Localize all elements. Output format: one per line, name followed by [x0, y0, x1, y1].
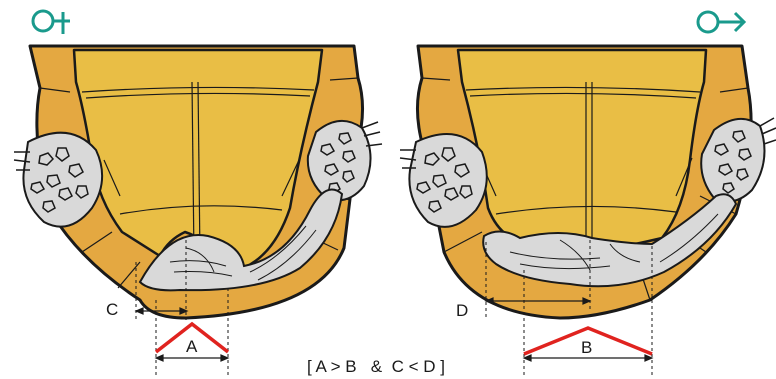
female-symbol-icon: [33, 11, 70, 34]
label-a: A: [186, 337, 198, 356]
comparison-formula: [ A > B & C < D ]: [307, 357, 445, 376]
female-turtle: C A: [14, 46, 382, 378]
label-b: B: [581, 338, 592, 357]
label-c: C: [106, 300, 118, 319]
male-turtle: D B: [400, 46, 776, 378]
label-d: D: [456, 301, 468, 320]
male-symbol-icon: [698, 12, 744, 32]
male-plastron: [458, 50, 706, 252]
